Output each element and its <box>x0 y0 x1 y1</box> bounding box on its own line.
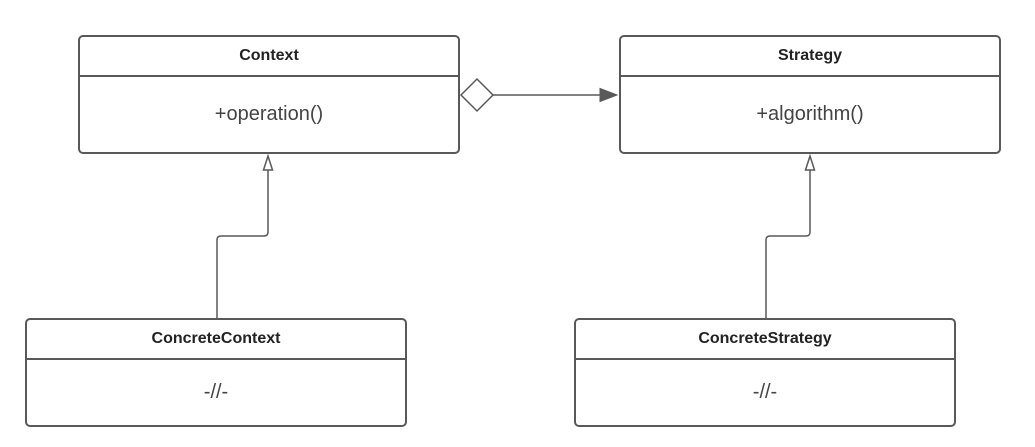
aggregation-diamond-icon <box>459 77 495 113</box>
strategy-class-box[interactable]: Strategy +algorithm() <box>619 35 1001 154</box>
generalization-line-context <box>216 170 269 318</box>
aggregation-connector[interactable] <box>459 77 619 113</box>
context-class-box[interactable]: Context +operation() <box>78 35 460 154</box>
concrete-strategy-class-box[interactable]: ConcreteStrategy -//- <box>574 318 956 427</box>
generalization-connector-strategy[interactable] <box>765 153 816 318</box>
strategy-class-name: Strategy <box>621 37 999 77</box>
concrete-context-class-box[interactable]: ConcreteContext -//- <box>25 318 407 427</box>
strategy-class-members: +algorithm() <box>756 103 864 125</box>
generalization-triangle-icon <box>262 153 274 171</box>
concrete-strategy-class-name: ConcreteStrategy <box>576 320 954 360</box>
context-class-name: Context <box>80 37 458 77</box>
generalization-triangle-icon <box>804 153 816 171</box>
context-class-members: +operation() <box>214 103 324 125</box>
concrete-context-class-name: ConcreteContext <box>27 320 405 360</box>
aggregation-arrowhead-icon <box>599 87 619 103</box>
generalization-connector-context[interactable] <box>216 153 274 318</box>
concrete-context-class-members: -//- <box>203 381 229 403</box>
concrete-strategy-class-members: -//- <box>752 381 778 403</box>
generalization-line-strategy <box>765 170 811 318</box>
